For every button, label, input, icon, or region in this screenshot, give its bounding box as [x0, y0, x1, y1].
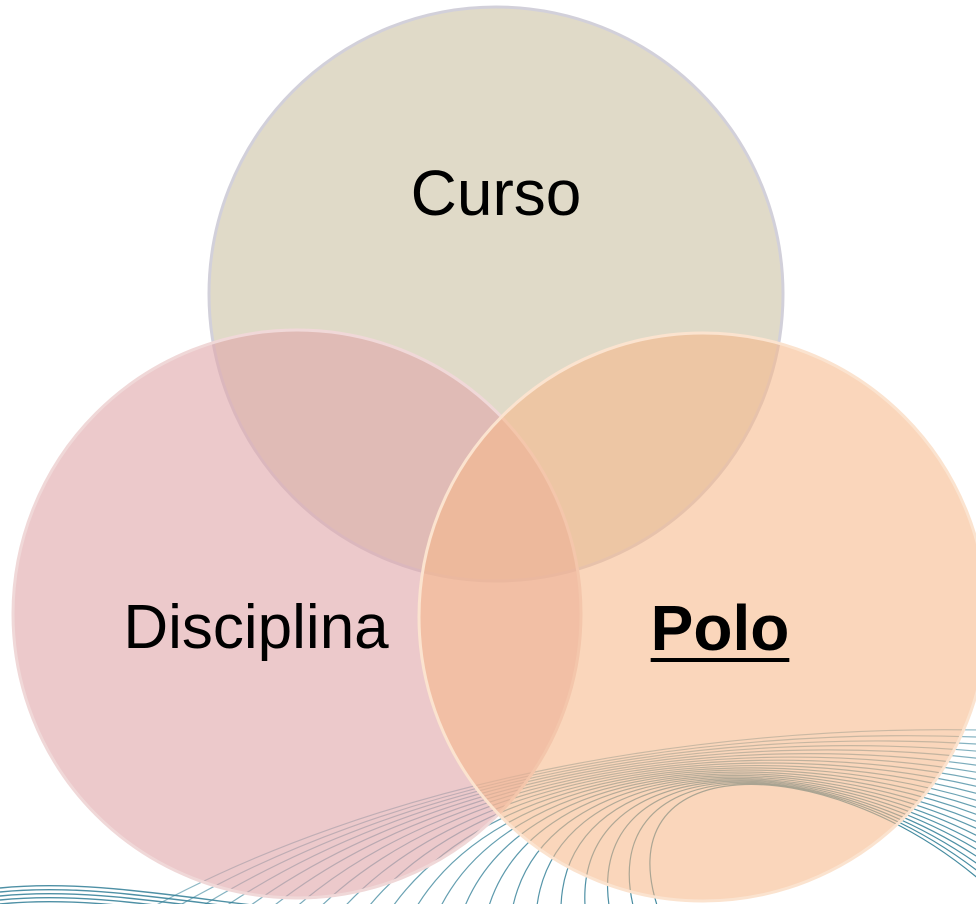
polo-label: Polo [650, 592, 790, 664]
wave-line [0, 900, 114, 904]
disciplina-label: Disciplina [123, 593, 389, 662]
curso-label: Curso [410, 157, 582, 229]
wave-line [0, 896, 153, 904]
wave-line [0, 884, 250, 904]
circle-polo [417, 331, 976, 903]
wave-line [0, 892, 187, 904]
wave-line [0, 888, 218, 904]
